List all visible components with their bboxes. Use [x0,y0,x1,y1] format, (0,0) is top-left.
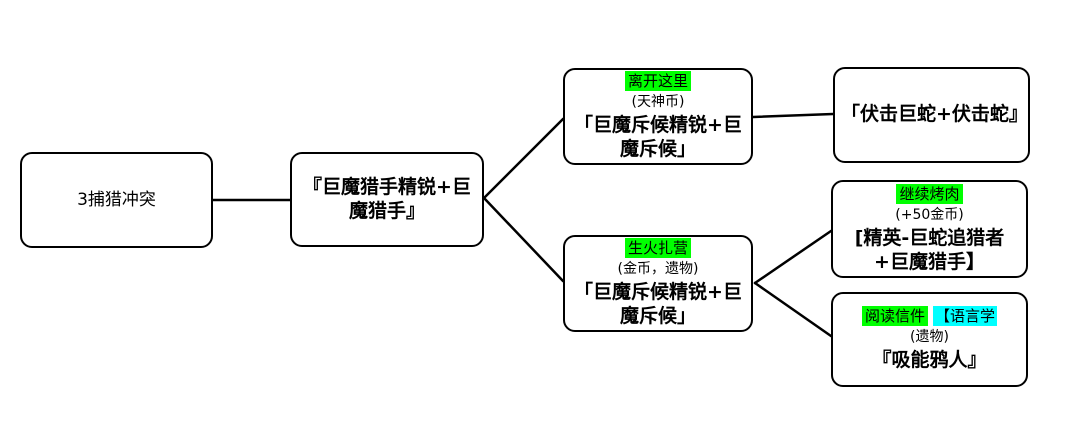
roast-reward: (+50金币) [895,206,964,223]
leave-reward: (天神币) [631,94,685,111]
node-encounter-title: 『巨魔猎手精锐+巨魔猎手』 [303,175,471,222]
node-encounter: 『巨魔猎手精锐+巨魔猎手』 [290,152,484,247]
camp-reward: (金币，遗物) [617,261,699,278]
node-outcome-ambush: 「伏击巨蛇+伏击蛇』 [833,67,1030,163]
node-outcome-letter: 阅读信件【语言学 (遗物) 『吸能鸦人』 [831,292,1028,387]
camp-result: 「巨魔斥候精锐+巨魔斥候」 [574,281,742,328]
roast-action-line: 继续烤肉 [896,183,963,204]
edge-leave-ambush [751,112,835,119]
leave-action-label: 离开这里 [624,71,691,92]
ambush-result: 「伏击巨蛇+伏击蛇』 [841,103,1028,126]
node-choice-leave: 离开这里 (天神币) 「巨魔斥候精锐+巨魔斥候」 [563,68,753,165]
node-outcome-roast: 继续烤肉 (+50金币) [精英-巨蛇追猎者+巨魔猎手】 [831,180,1028,278]
roast-result: [精英-巨蛇追猎者+巨魔猎手】 [854,226,1005,273]
camp-action-label: 生火扎营 [624,238,691,259]
letter-action-tag: 【语言学 [933,305,998,326]
letter-action-label: 阅读信件 [861,305,928,326]
letter-result: 『吸能鸦人』 [872,349,987,372]
edge-camp-letter [753,281,833,338]
camp-action-line: 生火扎营 [624,238,691,259]
edge-encounter-leave [482,117,565,200]
node-start-title: 3捕猎冲突 [77,189,156,210]
leave-result: 「巨魔斥候精锐+巨魔斥候」 [574,114,742,161]
letter-reward: (遗物) [910,329,949,346]
roast-action-label: 继续烤肉 [896,183,963,204]
edge-camp-roast [753,229,833,285]
edge-encounter-camp [482,196,565,283]
letter-action-line: 阅读信件【语言学 [861,305,998,326]
node-start: 3捕猎冲突 [20,152,213,248]
leave-action-line: 离开这里 [624,71,691,92]
node-choice-camp: 生火扎营 (金币，遗物) 「巨魔斥候精锐+巨魔斥候」 [563,235,753,332]
